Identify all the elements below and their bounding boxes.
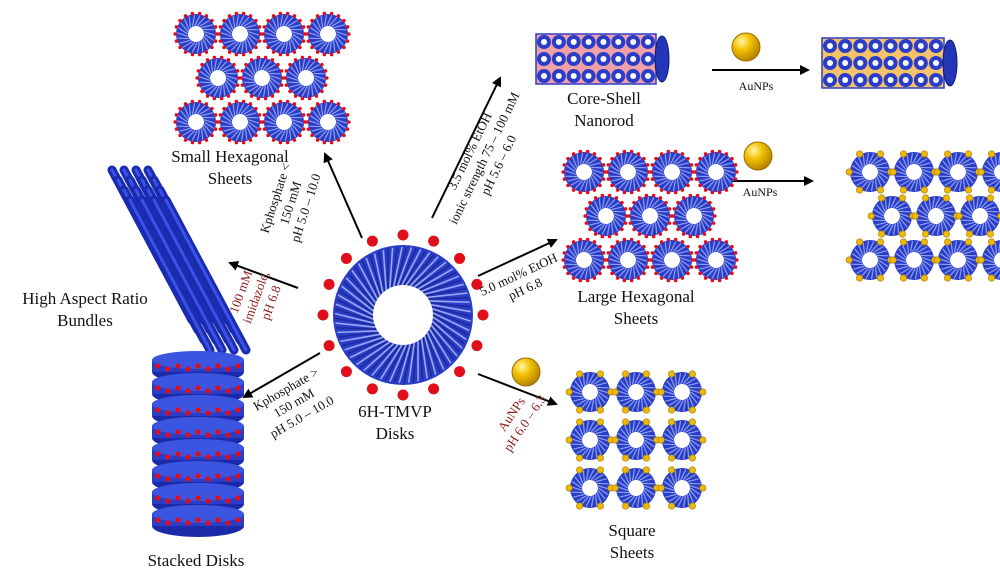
gold-nanoparticle-icon bbox=[511, 357, 541, 387]
conditions-square: AuNPs pH 6.0 – 6.3 bbox=[495, 392, 549, 454]
nanorod-icon bbox=[535, 33, 670, 85]
tmv-disk bbox=[933, 150, 983, 194]
conditions-stacked: Kphosphate > 150 mM pH 5.0 – 10.0 bbox=[251, 364, 337, 441]
center-label-2: Disks bbox=[376, 424, 415, 443]
tmv-disk bbox=[305, 99, 351, 145]
tmv-disk bbox=[217, 99, 263, 145]
large-hexagonal-sheets-aunp-graphic bbox=[845, 150, 1000, 282]
tmv-disk bbox=[611, 370, 661, 414]
reaction-arrows bbox=[228, 65, 814, 406]
center-label-1: 6H-TMVP bbox=[358, 402, 432, 421]
conditions-nanorod: 3.5 mol% EtOH ionic strength 75 – 100 mM… bbox=[444, 89, 522, 226]
tmv-disk bbox=[657, 466, 707, 510]
tmv-disk bbox=[657, 370, 707, 414]
tmv-disk bbox=[955, 194, 1000, 238]
conditions-bundles: 100 mM imidazole, pH 6.8 bbox=[226, 268, 284, 326]
tmv-disk bbox=[911, 194, 961, 238]
tmv-disk bbox=[305, 11, 351, 57]
tmv-disk bbox=[977, 150, 1000, 194]
tmv-disk bbox=[561, 149, 607, 195]
stacked-label: Stacked Disks bbox=[148, 551, 245, 570]
tmv-disk bbox=[889, 238, 939, 282]
tmv-disk bbox=[889, 150, 939, 194]
tmv-disk bbox=[867, 194, 917, 238]
aunp-label-large-hex: AuNPs bbox=[743, 185, 778, 199]
tmv-disk bbox=[649, 237, 695, 283]
tmv-disk bbox=[627, 193, 673, 239]
square-label-2: Sheets bbox=[610, 543, 654, 562]
tmv-disk bbox=[565, 466, 615, 510]
tmv-disk bbox=[693, 237, 739, 283]
tmv-disk bbox=[261, 11, 307, 57]
small-hex-label-1: Small Hexagonal bbox=[171, 147, 289, 166]
tmv-disk bbox=[611, 418, 661, 462]
tmv-disk bbox=[565, 418, 615, 462]
conditions-small-hex: Kphosphate < 150 mM pH 5.0 – 10.0 bbox=[257, 161, 324, 244]
tmv-disk bbox=[561, 237, 607, 283]
tmv-disk bbox=[605, 237, 651, 283]
tmv-disk bbox=[565, 370, 615, 414]
square-label-1: Square bbox=[608, 521, 655, 540]
aunp-label-nanorod: AuNPs bbox=[739, 79, 774, 93]
nanorod-label-1: Core-Shell bbox=[567, 89, 641, 108]
tmv-disk bbox=[261, 99, 307, 145]
stacked-disks-icon bbox=[152, 351, 244, 537]
tmv-disk bbox=[693, 149, 739, 195]
gold-nanoparticle-icon bbox=[743, 141, 773, 171]
arrow-to-large-hex bbox=[477, 238, 558, 277]
tmv-disk bbox=[173, 11, 219, 57]
large-hex-label-1: Large Hexagonal bbox=[577, 287, 694, 306]
tmv-disk bbox=[173, 99, 219, 145]
tmv-disk bbox=[605, 149, 651, 195]
nanorod-label-2: Nanorod bbox=[574, 111, 634, 130]
arrow-to-small-hex bbox=[323, 152, 363, 239]
tmv-disk bbox=[657, 418, 707, 462]
tmv-disk bbox=[845, 238, 895, 282]
tmv-disk bbox=[217, 11, 263, 57]
tmv-disk bbox=[977, 238, 1000, 282]
nanorod-aunp-icon bbox=[821, 37, 958, 89]
tmv-disk bbox=[671, 193, 717, 239]
tmv-disk-icon bbox=[317, 229, 489, 401]
arrow-to-square bbox=[477, 373, 558, 406]
arrow-to-bundles bbox=[228, 261, 299, 289]
tmv-disk bbox=[845, 150, 895, 194]
small-hexagonal-sheets-graphic bbox=[173, 11, 351, 145]
tmv-disk bbox=[283, 55, 329, 101]
gold-nanoparticle-icon bbox=[731, 32, 761, 62]
arrow-to-nanorod bbox=[431, 76, 502, 219]
small-hex-label-2: Sheets bbox=[208, 169, 252, 188]
tmv-disk bbox=[195, 55, 241, 101]
bundles-label-1: High Aspect Ratio bbox=[22, 289, 148, 308]
bundle-icon bbox=[107, 165, 251, 355]
tmv-disk bbox=[933, 238, 983, 282]
tmv-disk bbox=[239, 55, 285, 101]
tmv-disk bbox=[583, 193, 629, 239]
square-sheets-graphic bbox=[565, 370, 707, 510]
arrow-to-stacked bbox=[242, 352, 321, 399]
large-hexagonal-sheets-graphic bbox=[561, 149, 739, 283]
tmv-disk bbox=[649, 149, 695, 195]
bundles-label-2: Bundles bbox=[57, 311, 113, 330]
large-hex-label-2: Sheets bbox=[614, 309, 658, 328]
conditions-large-hex: 5.0 mol% EtOH pH 6.8 bbox=[477, 250, 560, 303]
tmv-disk bbox=[611, 466, 661, 510]
